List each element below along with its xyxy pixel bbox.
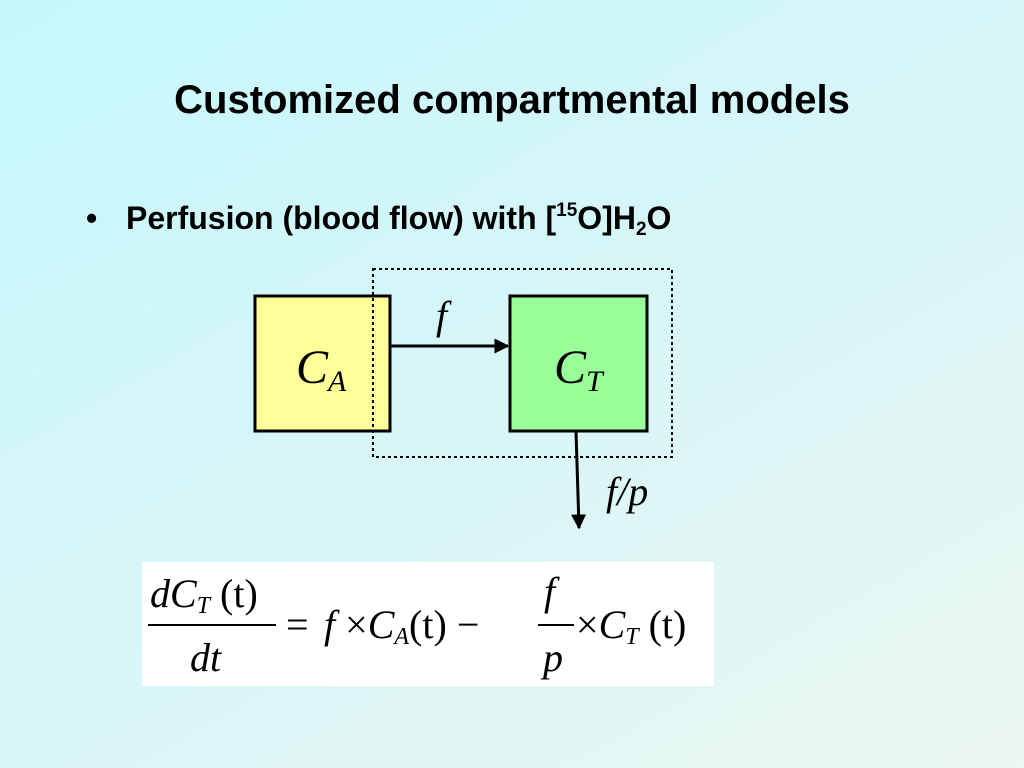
lhs-denominator: dt [190,635,222,680]
term-inflow: f ×CA(t) − [324,602,480,650]
outflow-rate-label: f/p [606,469,649,514]
outflow-arrow [571,430,587,530]
lhs-numerator: dCT (t) [150,571,258,619]
frac2-denominator: p [543,635,563,680]
bullet-text-middle: O]H [577,200,636,236]
bullet-marker: • [86,200,98,236]
slide-title: Customized compartmental models [174,78,850,122]
frac2-line [538,624,574,626]
hydrogen-subscript: 2 [635,219,647,240]
tissue-compartment-label: CT [554,341,603,398]
lhs-fraction-line [148,624,276,626]
term-outflow: ×CT (t) [576,602,687,650]
bullet-text-before: Perfusion (blood flow) with [ [126,200,557,236]
inflow-rate-label: f [436,293,448,338]
equals-sign: = [286,602,309,647]
bullet-text-after: O [646,200,672,236]
arterial-compartment-label: CA [296,341,347,398]
isotope-mass-number: 15 [556,200,578,221]
arterial-compartment-box [253,294,392,433]
frac2-numerator: f [544,569,556,614]
tissue-compartment-box [508,294,649,433]
perfusion-equation: dCT (t) dt = f ×CA(t) − f p ×CT (t) [142,562,714,686]
tissue-region-dotted-outline [372,268,673,458]
bullet-point: • Perfusion (blood flow) with [15O]H2O [86,200,672,240]
